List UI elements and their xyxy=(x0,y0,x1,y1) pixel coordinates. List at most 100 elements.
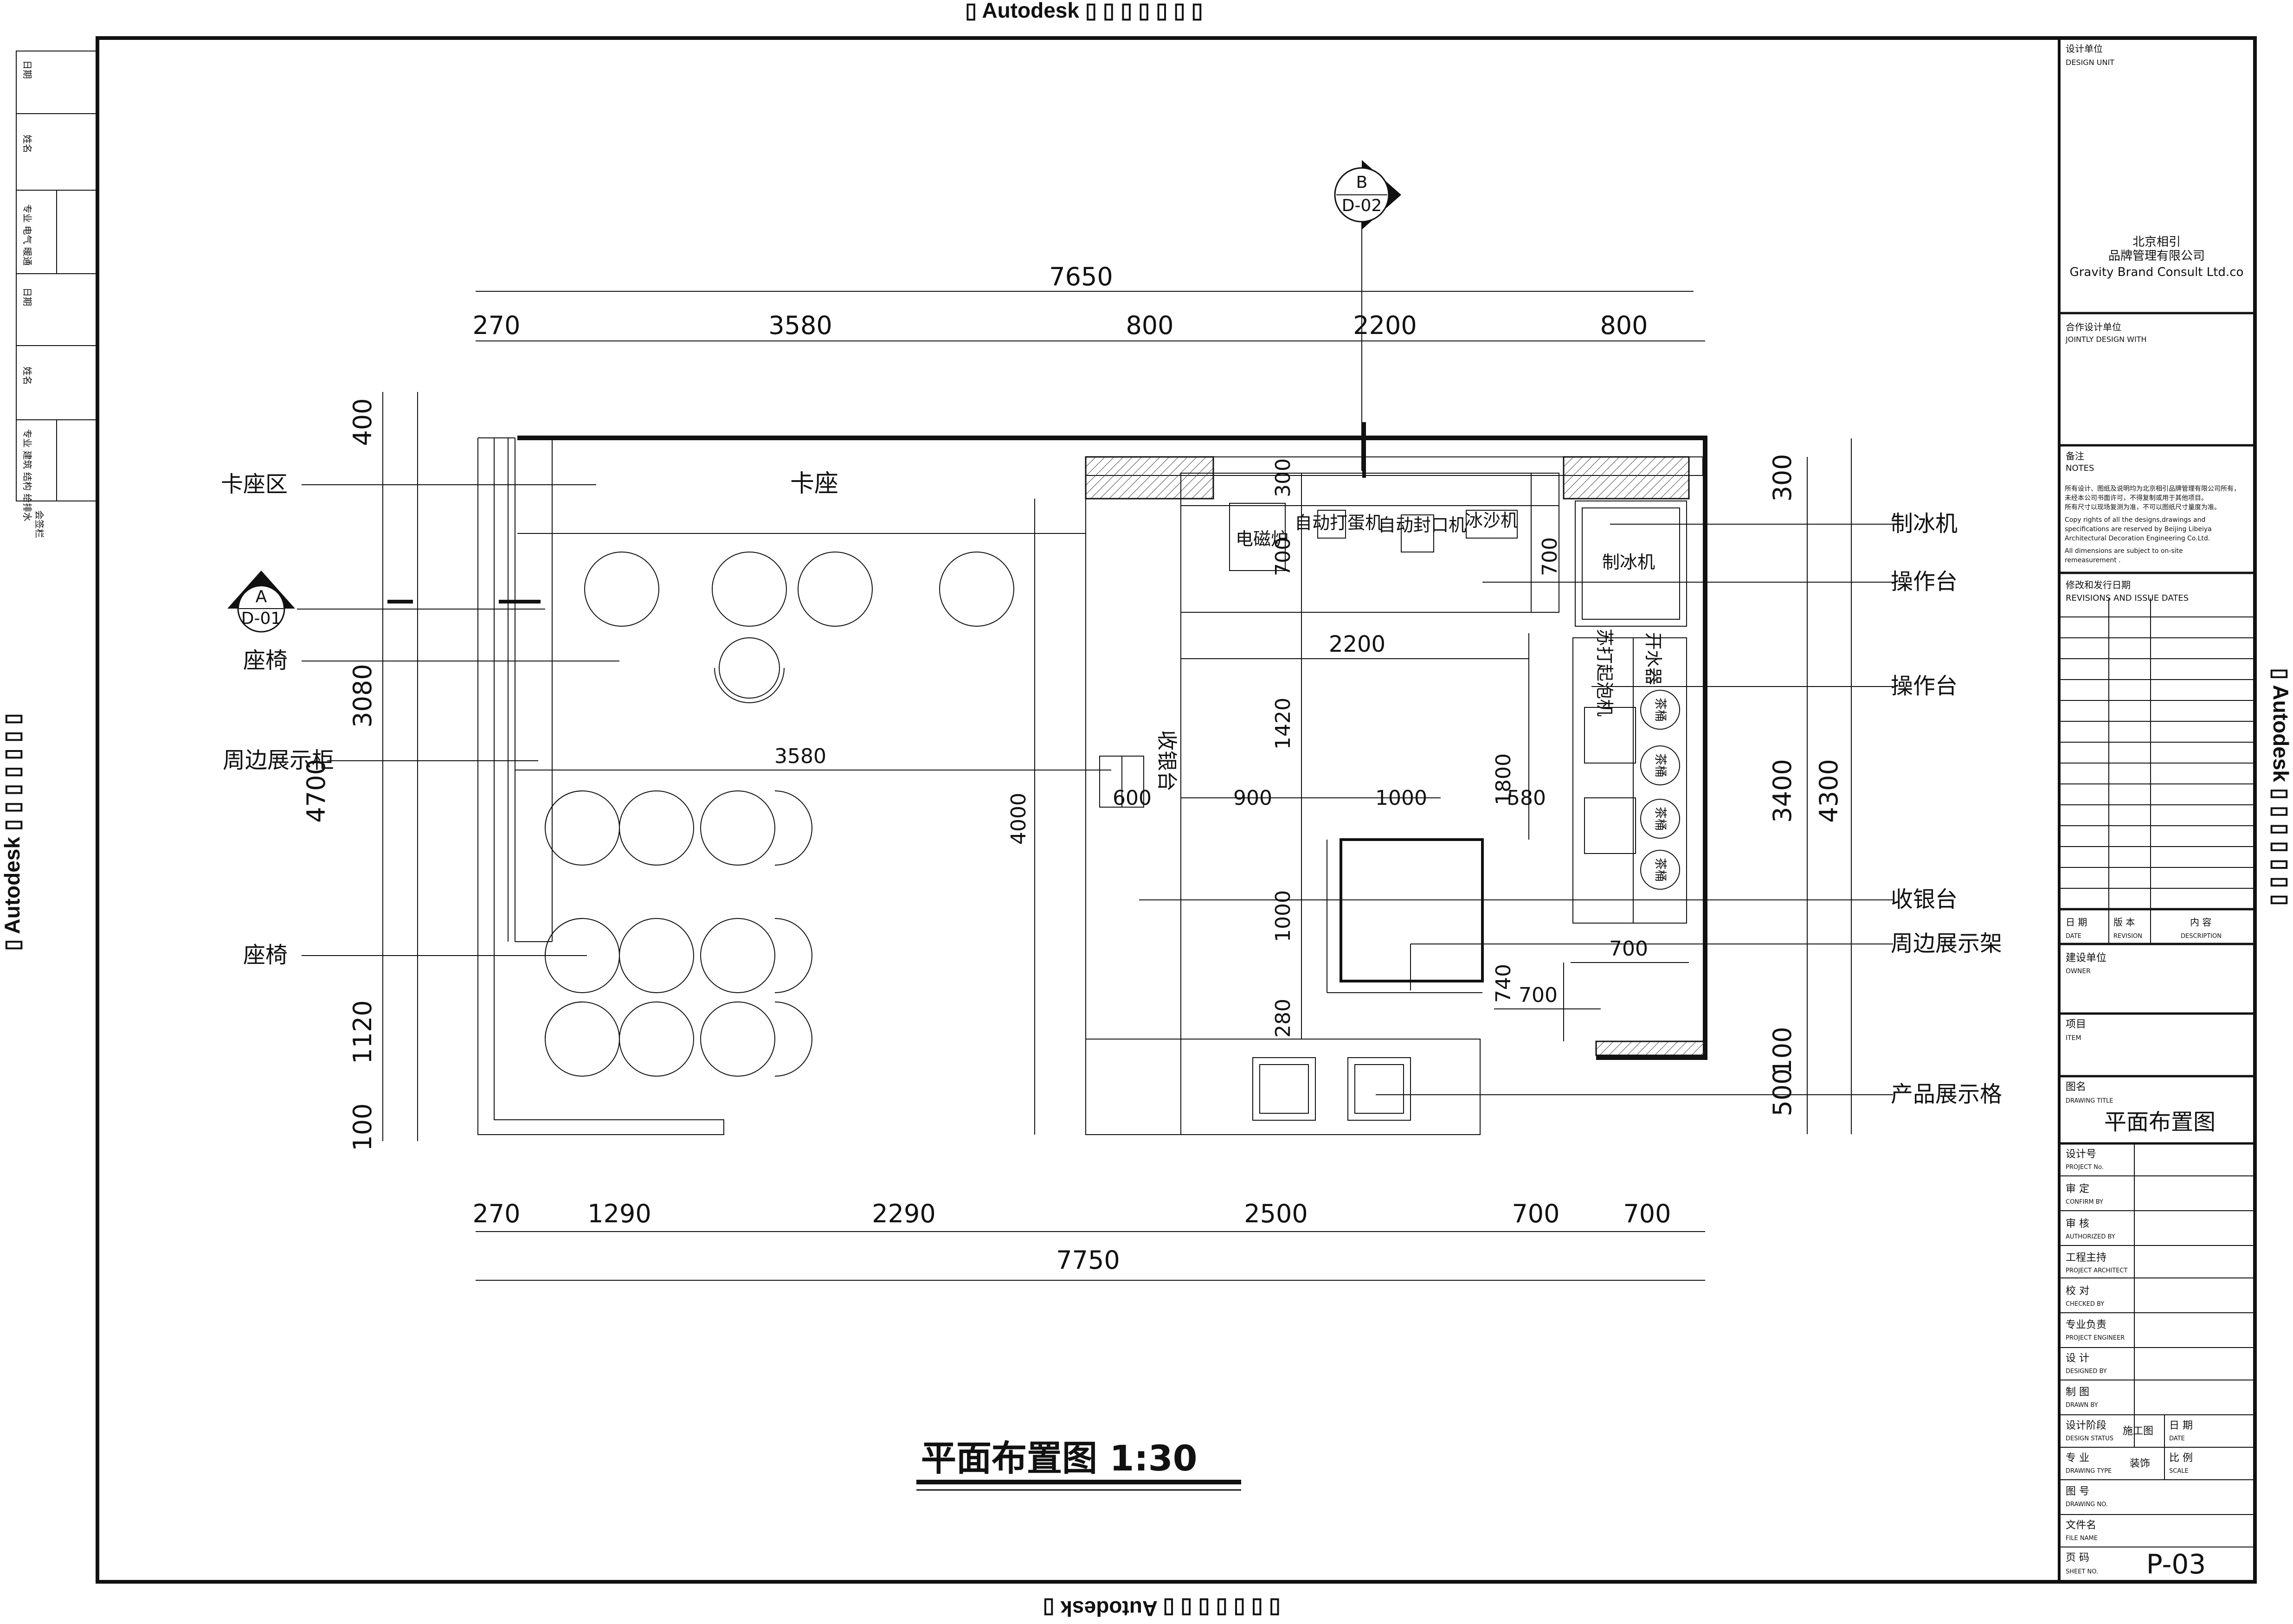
section-mark-a: A D-01 xyxy=(227,571,295,633)
tb-date-en: DATE xyxy=(2169,1435,2185,1442)
sign-cell: 日期 xyxy=(22,60,33,79)
dim-inner: 3580 xyxy=(774,745,826,768)
dimension-lines xyxy=(297,181,1852,1281)
sign-strip xyxy=(16,51,98,501)
tb-rev-date: 日 期 xyxy=(2066,917,2087,928)
tb-row-label: 专业负责 xyxy=(2066,1319,2106,1331)
dim-bottom: 700 xyxy=(1623,1199,1671,1228)
dim-left: 400 xyxy=(348,398,377,446)
tb-row-label-en: PROJECT ARCHITECT xyxy=(2066,1267,2127,1274)
tb-row-label-en: PROJECT ENGINEER xyxy=(2066,1335,2125,1342)
dim-inner: 600 xyxy=(1113,786,1152,810)
dim-right: 100 xyxy=(1768,1027,1797,1074)
tb-title-en: DRAWING TITLE xyxy=(2066,1098,2113,1104)
dim-right: 500 xyxy=(1768,1068,1797,1116)
tb-scale: 比 例 xyxy=(2169,1452,2193,1464)
tb-drawing-title: 平面布置图 xyxy=(2104,1109,2216,1135)
tb-company-2: 品牌管理有限公司 xyxy=(2108,249,2205,263)
drawing-title: 平面布置图 1:30 xyxy=(921,1438,1198,1479)
watermark-right: ▯ Autodesk ▯ ▯ ▯ ▯ ▯ ▯ ▯ xyxy=(2269,668,2293,906)
callout-left: 座椅 xyxy=(243,942,288,968)
section-a-letter: A xyxy=(256,587,267,606)
tb-notes: 备注 xyxy=(2066,450,2084,462)
appliance-label: 自动打蛋机 xyxy=(1295,513,1383,533)
dim-inner: 740 xyxy=(1492,964,1515,1003)
tb-row-label-en: DESIGNED BY xyxy=(2066,1368,2107,1375)
tb-notes-line: Copy rights of all the designs,drawings … xyxy=(2065,516,2205,524)
dim-top: 270 xyxy=(472,311,520,340)
tb-file-en: FILE NAME xyxy=(2066,1535,2098,1542)
tb-file: 文件名 xyxy=(2066,1520,2096,1531)
tb-date: 日 期 xyxy=(2169,1420,2193,1431)
tb-notes-line: specifications are reserved by Beijing L… xyxy=(2065,526,2212,533)
dim-inner: 580 xyxy=(1507,786,1546,810)
tb-drawno-en: DRAWING NO. xyxy=(2066,1501,2108,1508)
title-block-grid xyxy=(2058,37,2256,1583)
dim-inner: 700 xyxy=(1609,937,1648,961)
cashier-label: 收银台 xyxy=(1155,730,1179,791)
callout-right: 制冰机 xyxy=(1891,511,1958,537)
tb-row-label-en: CONFIRM BY xyxy=(2066,1199,2103,1206)
dim-inner: 4000 xyxy=(1007,793,1031,845)
tb-joint: 合作设计单位 xyxy=(2066,321,2121,333)
tb-company-en: Gravity Brand Consult Ltd.co xyxy=(2070,265,2244,279)
callout-right: 产品展示格 xyxy=(1891,1081,2002,1107)
sign-cell: 姓名 xyxy=(22,135,33,153)
tb-sheet-no: P-03 xyxy=(2146,1548,2206,1580)
ice-machine-label: 制冰机 xyxy=(1602,552,1655,572)
dim-inner: 1800 xyxy=(1492,753,1515,805)
furniture xyxy=(545,552,1680,1077)
dim-left: 1120 xyxy=(348,1000,377,1064)
sign-cell: 姓名 xyxy=(22,366,33,385)
tb-revisions-en: REVISIONS AND ISSUE DATES xyxy=(2066,593,2189,603)
tea-bucket-label: 茶桶 xyxy=(1653,807,1667,831)
tb-row-label-en: DRAWN BY xyxy=(2066,1402,2098,1409)
tb-row-label: 设计号 xyxy=(2066,1149,2096,1160)
tb-owner-en: OWNER xyxy=(2066,968,2091,975)
tb-status: 设计阶段 xyxy=(2066,1420,2106,1431)
dim-bottom: 270 xyxy=(472,1199,520,1228)
dim-inner: 700 xyxy=(1271,537,1295,576)
dim-bottom: 2500 xyxy=(1244,1199,1308,1228)
appliance-label: 自动封口机 xyxy=(1378,515,1466,535)
dim-left-total: 4700 xyxy=(302,759,331,822)
callout-left: 周边展示柜 xyxy=(223,747,334,773)
tb-sheet: 页 码 xyxy=(2066,1552,2089,1564)
callout-right: 收银台 xyxy=(1891,886,1958,912)
callout-right: 操作台 xyxy=(1891,569,1958,595)
tb-design-unit: 设计单位 xyxy=(2066,43,2103,54)
tb-item-en: ITEM xyxy=(2066,1034,2081,1042)
tb-rev-desc-en: DESCRIPTION xyxy=(2181,933,2222,940)
tb-type: 专 业 xyxy=(2066,1452,2089,1464)
tb-notes-line: Architectural Decoration Engineering Co.… xyxy=(2065,535,2210,542)
tb-design-unit-en: DESIGN UNIT xyxy=(2066,58,2114,67)
dim-top: 2200 xyxy=(1353,311,1417,340)
watermark-left: ▯ Autodesk ▯ ▯ ▯ ▯ ▯ ▯ ▯ xyxy=(0,713,24,951)
plan-walls xyxy=(477,436,1707,1135)
tb-row-label-en: AUTHORIZED BY xyxy=(2066,1233,2115,1240)
sign-cell: 专业 电气 暖通 xyxy=(22,204,33,266)
leader-lines xyxy=(302,484,1893,1095)
dim-right: 3400 xyxy=(1768,759,1797,822)
dim-right: 300 xyxy=(1768,454,1797,501)
tb-rev-desc: 内 容 xyxy=(2190,917,2211,928)
tb-scale-en: SCALE xyxy=(2169,1468,2189,1475)
tb-revisions: 修改和发行日期 xyxy=(2066,579,2131,591)
dim-right-total: 4300 xyxy=(1814,759,1843,822)
appliance-label: 苏打起泡机 xyxy=(1594,629,1615,717)
sign-cell: 日期 xyxy=(22,288,33,306)
dim-top-total: 7650 xyxy=(1049,262,1113,291)
dim-inner: 2200 xyxy=(1329,631,1385,657)
callout-right: 周边展示架 xyxy=(1891,931,2002,956)
tb-notes-line: 所有设计、图纸及说明均为北京相引品牌管理有限公司所有， xyxy=(2065,485,2240,493)
appliance-label: 冰沙机 xyxy=(1465,510,1518,531)
appliance-label: 电磁炉 xyxy=(1236,529,1288,549)
dim-inner: 900 xyxy=(1233,786,1272,810)
tb-status-val: 施工图 xyxy=(2123,1425,2153,1437)
callout-left: 卡座区 xyxy=(221,471,288,497)
section-a-sheet: D-01 xyxy=(241,609,282,628)
dim-inner: 300 xyxy=(1271,458,1295,497)
callout-right: 操作台 xyxy=(1891,673,1958,699)
dim-inner: 1000 xyxy=(1271,890,1295,942)
tb-notes-line: 未经本公司书面许可，不得复制或用于其他项目。 xyxy=(2065,494,2208,502)
